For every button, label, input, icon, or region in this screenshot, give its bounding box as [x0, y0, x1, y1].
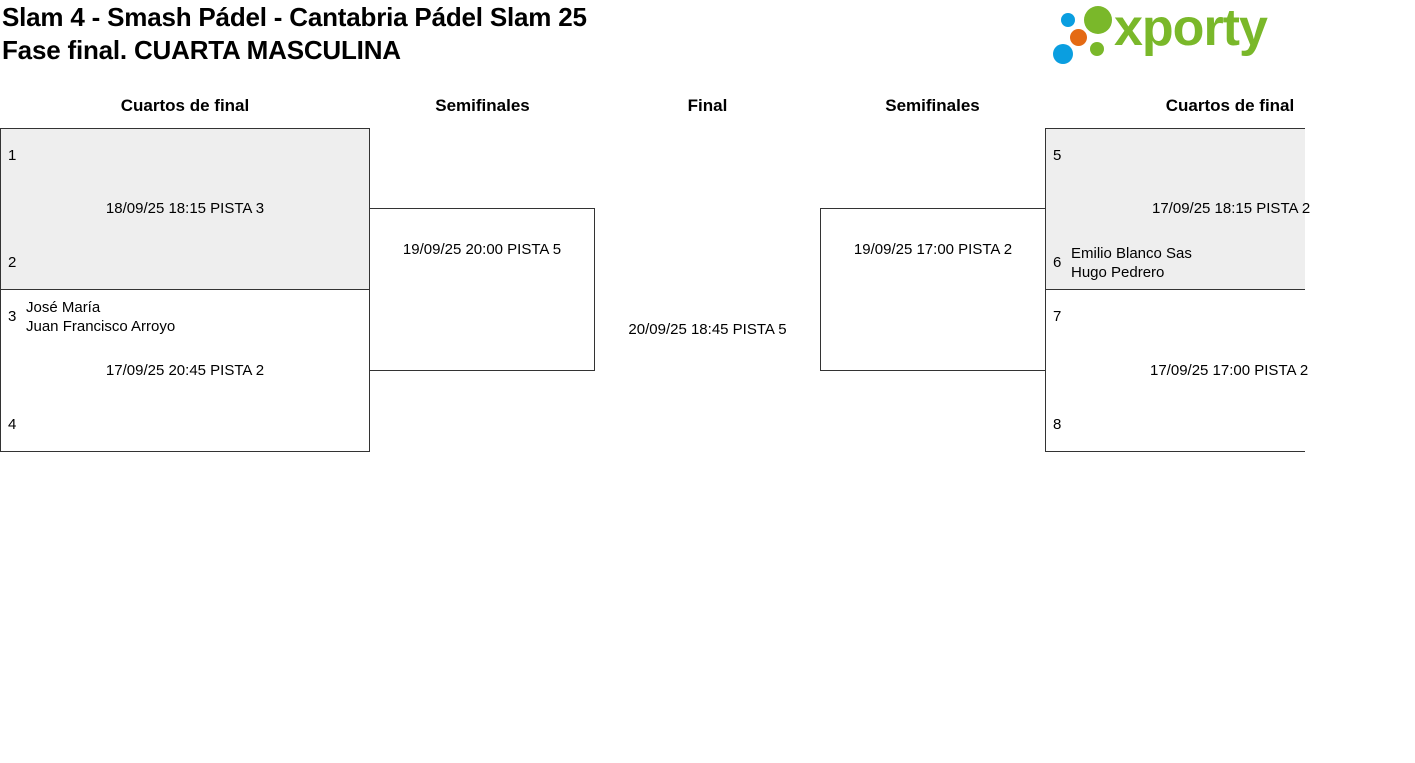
match-schedule: 18/09/25 18:15 PISTA 3 — [105, 200, 265, 217]
logo-dot-icon — [1070, 29, 1087, 46]
page-title: Slam 4 - Smash Pádel - Cantabria Pádel S… — [2, 2, 587, 32]
player-name: Juan Francisco Arroyo — [26, 318, 176, 335]
round-header-right-semis: Semifinales — [885, 96, 980, 115]
round-header-left-semis: Semifinales — [435, 96, 530, 115]
match-qf2[interactable]: 3 José María Juan Francisco Arroyo 17/09… — [0, 289, 370, 452]
player-name: Emilio Blanco Sas — [1071, 245, 1192, 262]
logo-dot-icon — [1090, 42, 1104, 56]
match-sf-left[interactable]: 19/09/25 20:00 PISTA 5 — [369, 208, 595, 371]
match-schedule: 19/09/25 20:00 PISTA 5 — [402, 241, 562, 258]
bracket-page: Slam 4 - Smash Pádel - Cantabria Pádel S… — [0, 0, 1310, 452]
player-name: José María — [26, 299, 101, 316]
page-subtitle: Fase final. CUARTA MASCULINA — [2, 35, 401, 65]
match-qf1[interactable]: 1 18/09/25 18:15 PISTA 3 2 — [0, 128, 370, 290]
round-header-final: Final — [687, 96, 728, 115]
seed-number: 4 — [8, 416, 17, 433]
match-schedule: 19/09/25 17:00 PISTA 2 — [853, 241, 1013, 258]
seed-number: 7 — [1053, 308, 1062, 325]
player-name: Hugo Pedrero — [1071, 264, 1165, 281]
round-header-right-quarters: Cuartos de final — [1165, 96, 1295, 115]
seed-number: 3 — [8, 308, 17, 325]
seed-number: 1 — [8, 147, 17, 164]
match-schedule: 17/09/25 17:00 PISTA 2 — [1150, 362, 1309, 379]
seed-number: 2 — [8, 254, 17, 271]
logo-dot-icon — [1084, 6, 1112, 34]
match-sf-right[interactable]: 19/09/25 17:00 PISTA 2 — [820, 208, 1046, 371]
seed-number: 5 — [1053, 147, 1062, 164]
match-qf3[interactable]: 5 17/09/25 18:15 PISTA 2 6 Emilio Blanco… — [1045, 128, 1311, 290]
logo-dot-icon — [1053, 44, 1073, 64]
logo-wordmark: xporty — [1114, 0, 1268, 57]
seed-number: 8 — [1053, 416, 1062, 433]
logo-dot-icon — [1061, 13, 1075, 27]
round-header-left-quarters: Cuartos de final — [120, 96, 250, 115]
match-schedule: 17/09/25 20:45 PISTA 2 — [105, 362, 265, 379]
seed-number: 6 — [1053, 254, 1062, 271]
final-schedule[interactable]: 20/09/25 18:45 PISTA 5 — [628, 321, 787, 338]
xporty-logo[interactable]: xporty — [1050, 0, 1276, 68]
match-qf4[interactable]: 7 17/09/25 17:00 PISTA 2 8 — [1045, 289, 1309, 452]
match-schedule: 17/09/25 18:15 PISTA 2 — [1152, 200, 1311, 217]
